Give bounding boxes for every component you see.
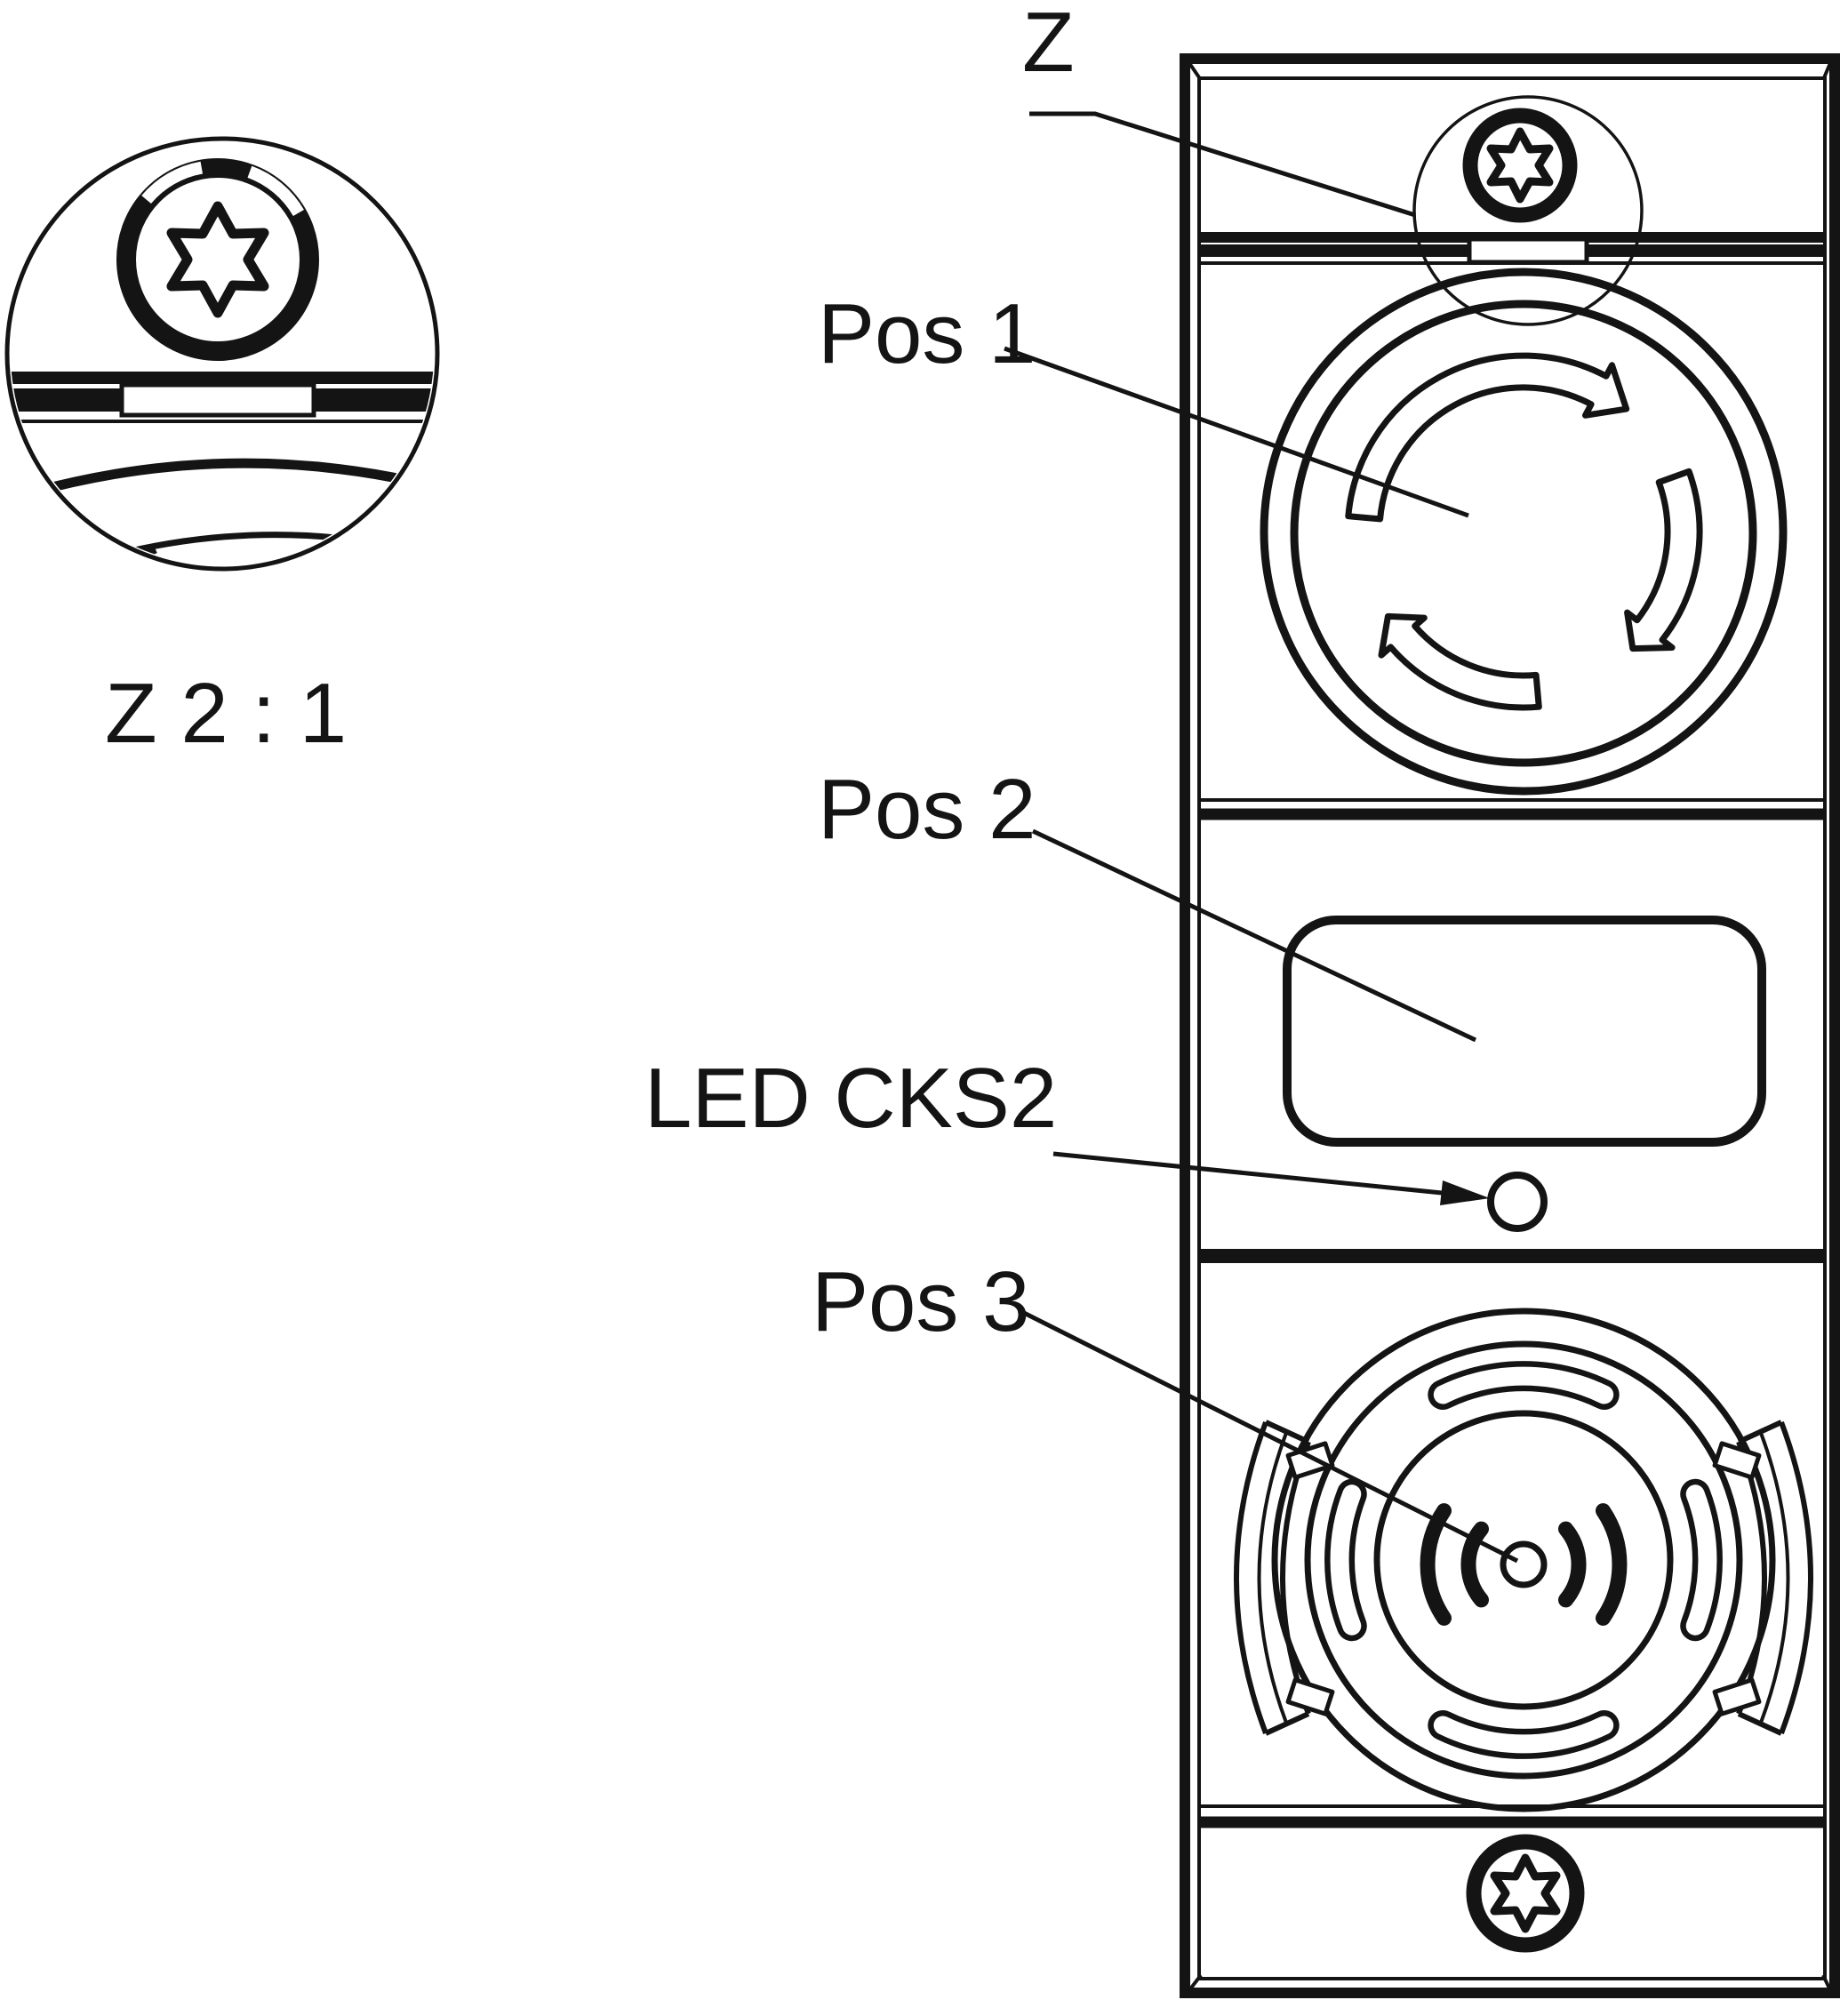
- torx-screw-top: [1462, 108, 1578, 223]
- label-detail-scale: Z 2 : 1: [105, 666, 348, 761]
- detail-circle: [4, 136, 440, 572]
- leader-pos1: [1004, 346, 1469, 518]
- buzzer-center-dot: [1500, 1540, 1548, 1588]
- detail-zone-circle: [1412, 95, 1644, 326]
- leader-pos2: [1031, 828, 1477, 1043]
- label-pos2: Pos 2: [818, 762, 1036, 857]
- label-pos1: Pos 1: [818, 286, 1036, 381]
- mounting-clip-right: [1712, 1420, 1813, 1736]
- mounting-clip-left: [1234, 1420, 1335, 1736]
- torx-screw-bottom: [1466, 1834, 1585, 1953]
- emergency-stop-button: [1260, 268, 1788, 796]
- detail-view: [4, 136, 440, 572]
- torx-star-icon: [1490, 1853, 1561, 1933]
- vent-slots: [1324, 1361, 1723, 1759]
- leader-lines: [1004, 111, 1519, 1564]
- led-indicator: [1487, 1172, 1548, 1232]
- detail-panel-seam: [11, 372, 434, 423]
- device-front-view: [1180, 53, 1840, 1998]
- rotation-arrow-top: [1345, 352, 1630, 523]
- leader-pos3: [1017, 1308, 1519, 1564]
- label-pos3: Pos 3: [812, 1254, 1030, 1349]
- torx-screw-detail: [116, 158, 319, 361]
- torx-star-icon: [1486, 127, 1554, 204]
- section-divider-3: [1199, 1804, 1825, 1828]
- label-led-cks2: LED CKS2: [644, 1051, 1058, 1146]
- detail-estop-arcs: [11, 458, 434, 565]
- torx-star-icon: [166, 201, 269, 318]
- rotation-arrow-right: [1624, 468, 1703, 652]
- housing-frame: [1180, 53, 1840, 1998]
- buzzer: [1234, 1308, 1813, 1812]
- section-divider-1: [1199, 798, 1825, 820]
- label-window: [1283, 916, 1766, 1147]
- sound-wave-icon: [1420, 1503, 1628, 1626]
- label-z: Z: [1022, 0, 1075, 90]
- leader-led-arrowhead-icon: [1440, 1180, 1490, 1205]
- top-panel-seam: [1199, 232, 1825, 265]
- leader-z: [1029, 111, 1416, 218]
- leader-led: [1052, 1151, 1443, 1196]
- rotation-arrow-bottom: [1378, 612, 1542, 711]
